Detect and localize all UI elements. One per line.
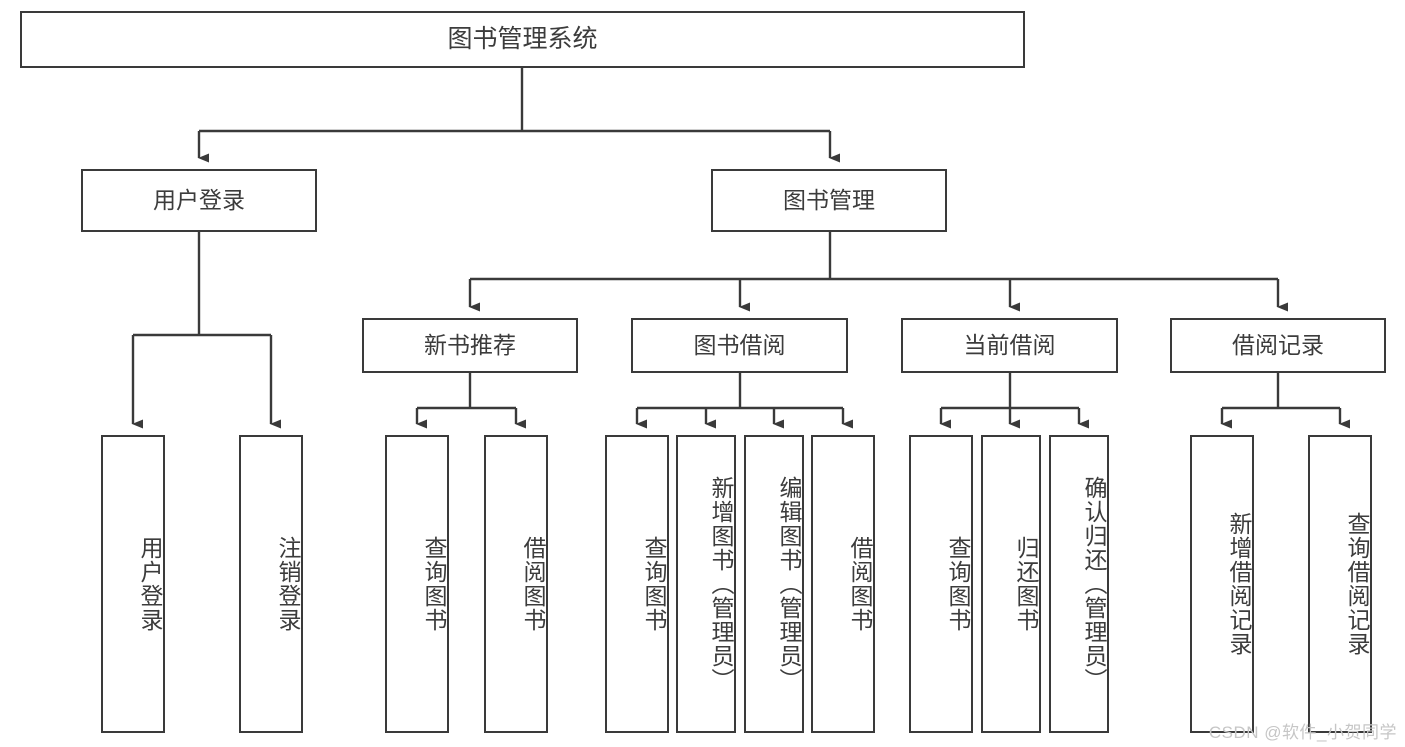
leaf-query-borrow-record[interactable]: 查询借阅记录 xyxy=(1308,435,1372,733)
node-label: 当前借阅 xyxy=(963,331,1056,358)
leaf-logout-login[interactable]: 注销登录 xyxy=(239,435,303,733)
leaf-borrow-book-borrow[interactable]: 借阅图书 xyxy=(811,435,875,733)
node-label: 新书推荐 xyxy=(424,331,516,358)
leaf-add-borrow-record[interactable]: 新增借阅记录 xyxy=(1190,435,1254,733)
leaf-return-book[interactable]: 归还图书 xyxy=(981,435,1041,733)
node-label: 用户登录 xyxy=(137,536,163,632)
node-label: 图书管理 xyxy=(783,186,875,213)
node-new-book-recommendation[interactable]: 新书推荐 xyxy=(362,318,578,373)
node-label: 确认归还（管理员） xyxy=(1081,476,1107,692)
node-label: 注销登录 xyxy=(275,536,301,632)
node-label: 图书管理系统 xyxy=(447,24,598,53)
node-label: 用户登录 xyxy=(153,186,245,213)
watermark: CSDN @软件_小贺同学 xyxy=(1208,723,1397,742)
leaf-user-login[interactable]: 用户登录 xyxy=(101,435,165,733)
leaf-query-book-current[interactable]: 查询图书 xyxy=(909,435,973,733)
node-label: 查询图书 xyxy=(421,536,447,632)
node-label: 编辑图书（管理员） xyxy=(776,476,802,692)
node-book-borrow[interactable]: 图书借阅 xyxy=(631,318,848,373)
node-label: 归还图书 xyxy=(1013,536,1039,632)
node-label: 查询图书 xyxy=(641,536,667,632)
node-label: 图书借阅 xyxy=(693,331,786,358)
leaf-add-book-admin[interactable]: 新增图书（管理员） xyxy=(676,435,736,733)
node-label: 借阅图书 xyxy=(847,536,873,632)
node-label: 新增图书（管理员） xyxy=(708,476,734,692)
node-label: 查询图书 xyxy=(945,536,971,632)
node-borrow-record[interactable]: 借阅记录 xyxy=(1170,318,1386,373)
node-user-login[interactable]: 用户登录 xyxy=(81,169,317,232)
leaf-borrow-book-new-rec[interactable]: 借阅图书 xyxy=(484,435,548,733)
node-root-book-management-system[interactable]: 图书管理系统 xyxy=(20,11,1025,68)
leaf-edit-book-admin[interactable]: 编辑图书（管理员） xyxy=(744,435,804,733)
node-label: 借阅记录 xyxy=(1232,331,1324,358)
leaf-query-book-borrow[interactable]: 查询图书 xyxy=(605,435,669,733)
node-book-management[interactable]: 图书管理 xyxy=(711,169,947,232)
node-current-borrow[interactable]: 当前借阅 xyxy=(901,318,1118,373)
node-label: 查询借阅记录 xyxy=(1344,512,1370,656)
leaf-confirm-return-admin[interactable]: 确认归还（管理员） xyxy=(1049,435,1109,733)
node-label: 借阅图书 xyxy=(520,536,546,632)
leaf-query-book-new-rec[interactable]: 查询图书 xyxy=(385,435,449,733)
node-label: 新增借阅记录 xyxy=(1226,512,1252,656)
